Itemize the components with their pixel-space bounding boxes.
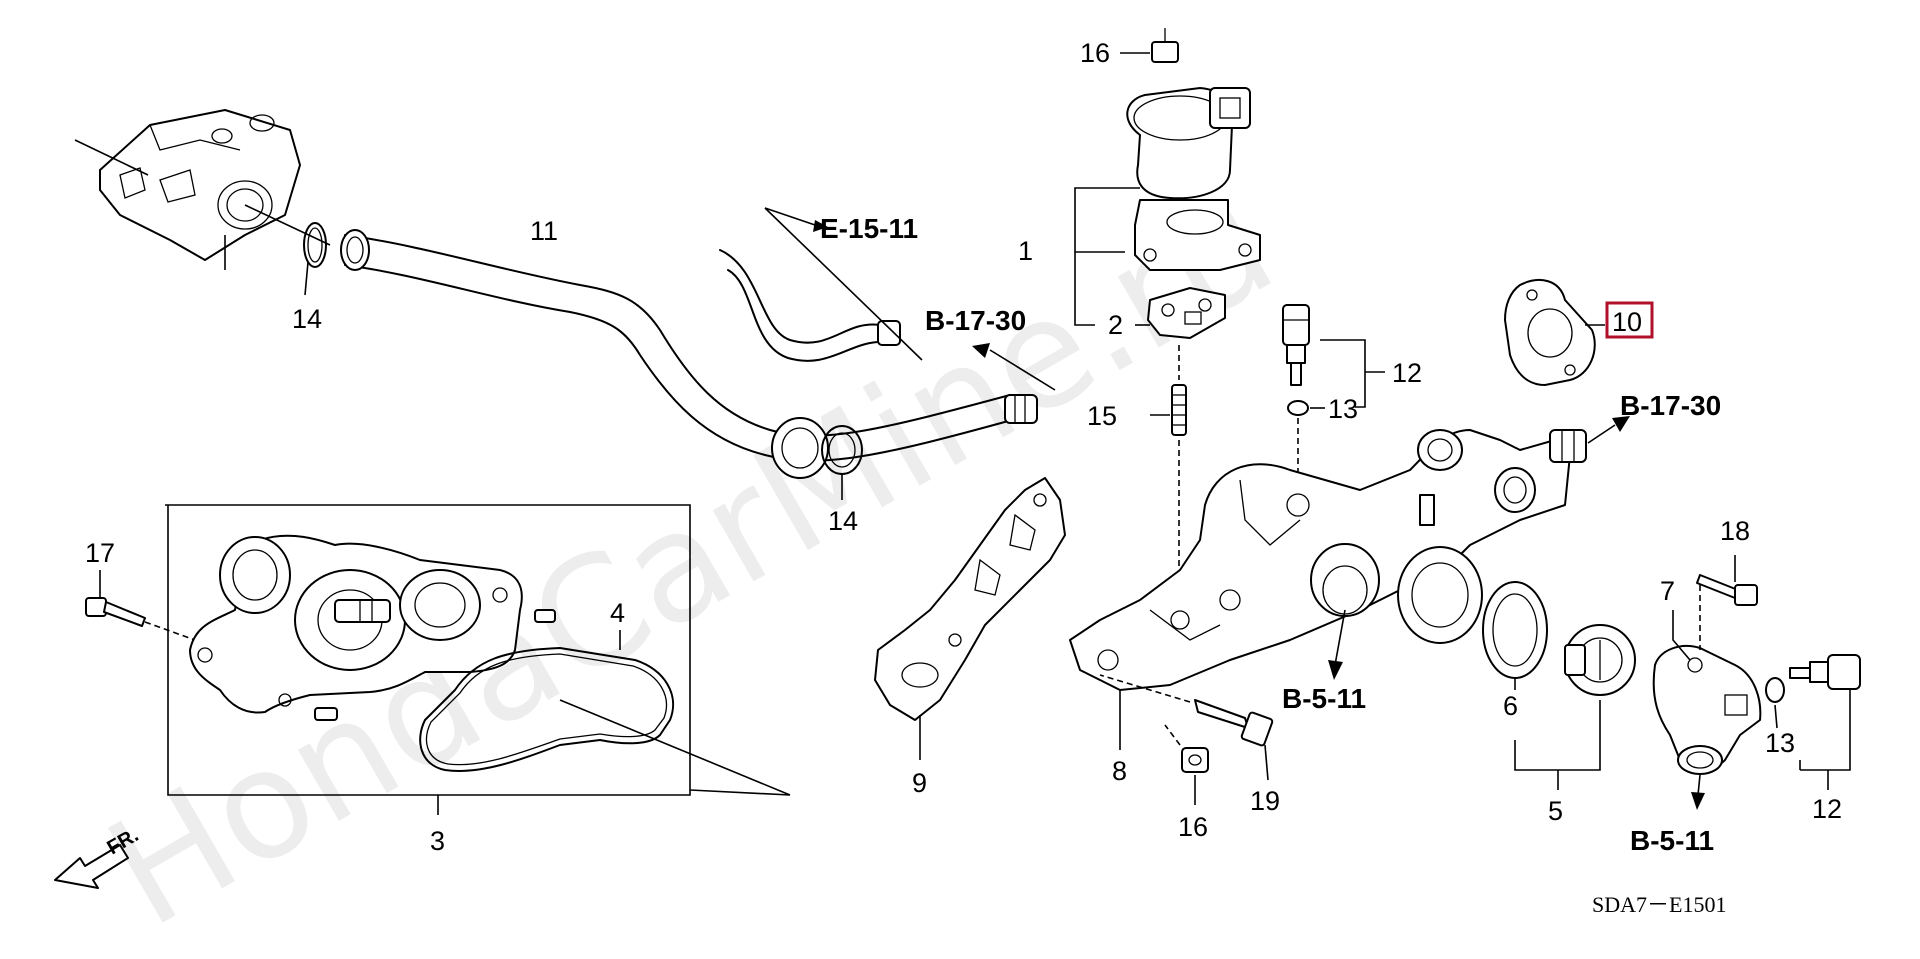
o-ring-upper xyxy=(303,222,327,296)
callout-3: 3 xyxy=(430,826,445,856)
callout-16-top: 16 xyxy=(1080,38,1110,68)
egr-valve xyxy=(1126,87,1261,271)
ref-arrow-b1730-right xyxy=(1587,416,1630,444)
callout-9: 9 xyxy=(912,768,927,798)
pump-gasket xyxy=(419,630,791,796)
ref-b1730-left[interactable]: B-17-30 xyxy=(925,305,1026,336)
callout-bracket-1-2 xyxy=(1074,187,1150,326)
callout-5: 5 xyxy=(1548,796,1563,826)
callout-10[interactable]: 10 xyxy=(1612,307,1642,337)
callout-18: 18 xyxy=(1720,516,1750,546)
highlight-box xyxy=(1605,301,1654,339)
callout-12-upper: 12 xyxy=(1392,358,1422,388)
callout-13-upper: 13 xyxy=(1328,394,1358,424)
ref-b511-right[interactable]: B-5-11 xyxy=(1630,825,1714,856)
ref-b511-left[interactable]: B-5-11 xyxy=(1282,683,1366,714)
callout-6: 6 xyxy=(1503,691,1518,721)
callout-14-upper: 14 xyxy=(292,304,322,334)
housing-gasket xyxy=(874,477,1066,760)
nut-top xyxy=(1120,28,1179,63)
callout-15: 15 xyxy=(1087,401,1117,431)
o-ring-lower xyxy=(821,425,863,500)
callout-11: 11 xyxy=(530,216,558,246)
ref-arrow-b511-right xyxy=(1691,774,1705,810)
ref-b1730-right[interactable]: B-17-30 xyxy=(1620,390,1721,421)
callout-4: 4 xyxy=(610,598,625,628)
bolt-17 xyxy=(85,570,196,641)
callout-14-lower: 14 xyxy=(828,506,858,536)
gasket-highlighted xyxy=(1504,279,1605,386)
callout-19: 19 xyxy=(1250,786,1280,816)
callout-13-lower: 13 xyxy=(1765,728,1795,758)
bolt-18 xyxy=(1696,555,1758,650)
egr-gasket xyxy=(1147,287,1226,339)
water-pump-assembly xyxy=(165,504,691,815)
ref-arrow-b1730-left xyxy=(972,343,1056,391)
callout-16-lower: 16 xyxy=(1178,812,1208,842)
temp-sensor-lower xyxy=(1765,654,1861,790)
thermostat xyxy=(1514,624,1636,790)
water-pipe xyxy=(340,229,1038,479)
callout-8: 8 xyxy=(1112,756,1127,786)
engine-block-fragment xyxy=(74,109,331,270)
diagram-code: SDA7－E1501 xyxy=(1592,892,1726,917)
callout-12-lower: 12 xyxy=(1812,794,1842,824)
water-passage-housing xyxy=(1069,429,1587,691)
thermostat-gasket xyxy=(1482,581,1548,690)
callout-2: 2 xyxy=(1108,310,1123,340)
ref-e1511[interactable]: E-15-11 xyxy=(820,213,918,244)
temp-sensor-upper xyxy=(1282,304,1385,408)
bolt-19 xyxy=(1099,674,1274,781)
thermostat-cover xyxy=(1652,610,1762,775)
nut-lower xyxy=(1164,724,1209,805)
callout-7: 7 xyxy=(1660,576,1675,606)
washer-upper xyxy=(1287,400,1325,500)
ref-arrow-e1511 xyxy=(764,207,923,361)
callout-1: 1 xyxy=(1018,236,1033,266)
ref-arrow-b511-left xyxy=(1328,609,1346,680)
callout-17: 17 xyxy=(85,538,115,568)
